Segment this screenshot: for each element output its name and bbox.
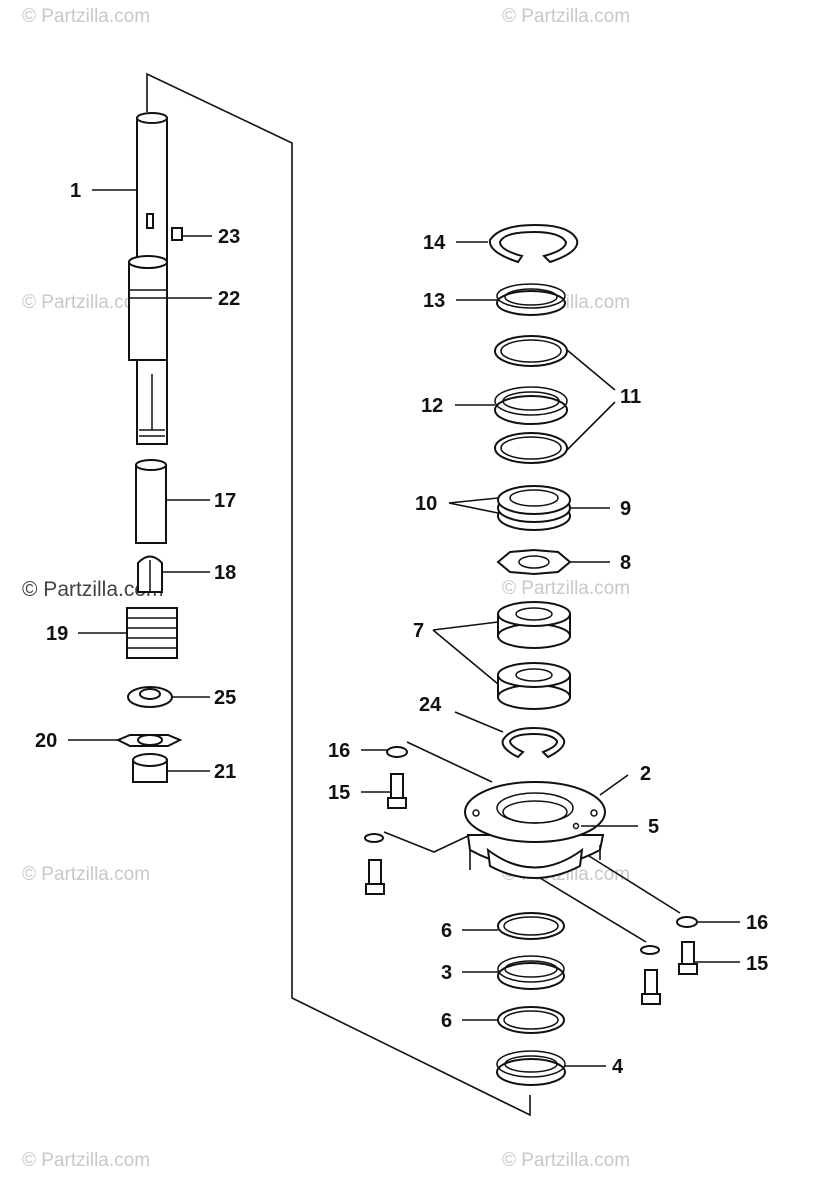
callout-25[interactable]: 25 [214,687,236,709]
part-24-circlip[interactable] [501,726,566,759]
leader-line [432,629,499,685]
callout-7[interactable]: 7 [413,620,424,642]
part-19-spring[interactable] [126,607,178,659]
part-23-pin[interactable] [146,213,183,241]
callout-22[interactable]: 22 [218,288,240,310]
part-25-washer[interactable] [127,686,173,708]
callout-10[interactable]: 10 [415,493,437,515]
watermark: © Partzilla.com [502,578,631,599]
guide-line [406,741,493,783]
watermark: © Partzilla.com [22,1150,151,1171]
callout-23[interactable]: 23 [218,226,240,248]
guide-line [588,855,681,914]
callout-14[interactable]: 14 [423,232,446,254]
leader-line [566,349,616,391]
part-18-clip[interactable] [137,555,163,593]
part-16-washer-3[interactable] [676,916,698,928]
guide-line [539,877,647,943]
callout-8[interactable]: 8 [620,552,631,574]
part-16-washer-4[interactable] [640,945,660,955]
callout-2[interactable]: 2 [640,763,651,785]
part-21-nut[interactable] [132,753,168,783]
part-12-race[interactable] [494,386,568,425]
part-16-washer-2[interactable] [364,833,384,843]
watermark: © Partzilla.com [502,1150,631,1171]
part-14-snap-ring[interactable] [488,223,579,264]
part-20-lock-plate[interactable] [115,734,183,747]
callout-21[interactable]: 21 [214,761,236,783]
watermark: © Partzilla.com [502,6,631,27]
watermark: © Partzilla.com [22,578,164,601]
part-7-bearing-upper[interactable] [497,601,571,649]
callout-19[interactable]: 19 [46,623,68,645]
callout-4[interactable]: 4 [612,1056,624,1078]
part-7-bearing-lower[interactable] [497,662,571,710]
callout-9[interactable]: 9 [620,498,631,520]
guide-line [383,831,469,853]
part-13-ring[interactable] [496,283,566,316]
part-15-bolt-3[interactable] [678,941,698,975]
callout-1[interactable]: 1 [70,180,81,202]
watermark: © Partzilla.com [22,6,151,27]
callout-17[interactable]: 17 [214,490,236,512]
part-6-seal-lower[interactable] [497,1006,565,1034]
callout-12[interactable]: 12 [421,395,443,417]
callout-3[interactable]: 3 [441,962,452,984]
part-15-bolt-2[interactable] [365,859,385,895]
callout-6-lower[interactable]: 6 [441,1010,452,1032]
callout-18[interactable]: 18 [214,562,236,584]
part-11-seal-upper[interactable] [494,335,568,367]
leader-line [448,497,499,504]
part-8-tab-washer[interactable] [496,548,572,576]
part-15-bolt-4[interactable] [641,969,661,1005]
part-9-seal[interactable] [497,485,571,531]
leader-line [454,711,504,733]
part-17-sleeve[interactable] [135,459,167,544]
leader-line [566,401,616,451]
assembly-bracket-line [146,72,531,1117]
callout-20[interactable]: 20 [35,730,57,752]
part-22-collar[interactable] [128,255,168,361]
leader-line [599,774,629,796]
callout-15-right[interactable]: 15 [746,953,768,975]
part-1-shaft[interactable] [136,112,168,269]
watermark: © Partzilla.com [22,292,151,313]
callout-16[interactable]: 16 [328,740,350,762]
part-2-housing[interactable] [464,781,606,879]
part-6-seal-upper[interactable] [497,912,565,940]
callout-16-right[interactable]: 16 [746,912,768,934]
part-15-bolt[interactable] [387,773,407,809]
part-11-seal-lower[interactable] [494,432,568,464]
part-16-washer[interactable] [386,746,408,758]
callout-11[interactable]: 11 [620,386,641,408]
callout-15[interactable]: 15 [328,782,350,804]
callout-13[interactable]: 13 [423,290,445,312]
callout-6-upper[interactable]: 6 [441,920,452,942]
leader-line [448,502,499,514]
watermark: © Partzilla.com [22,864,151,885]
part-4-ring[interactable] [496,1050,566,1086]
leader-line [432,621,499,631]
callout-24[interactable]: 24 [419,694,442,716]
part-3-bushing[interactable] [497,955,565,990]
part-1-shaft-lower[interactable] [136,359,168,445]
callout-5[interactable]: 5 [648,816,659,838]
